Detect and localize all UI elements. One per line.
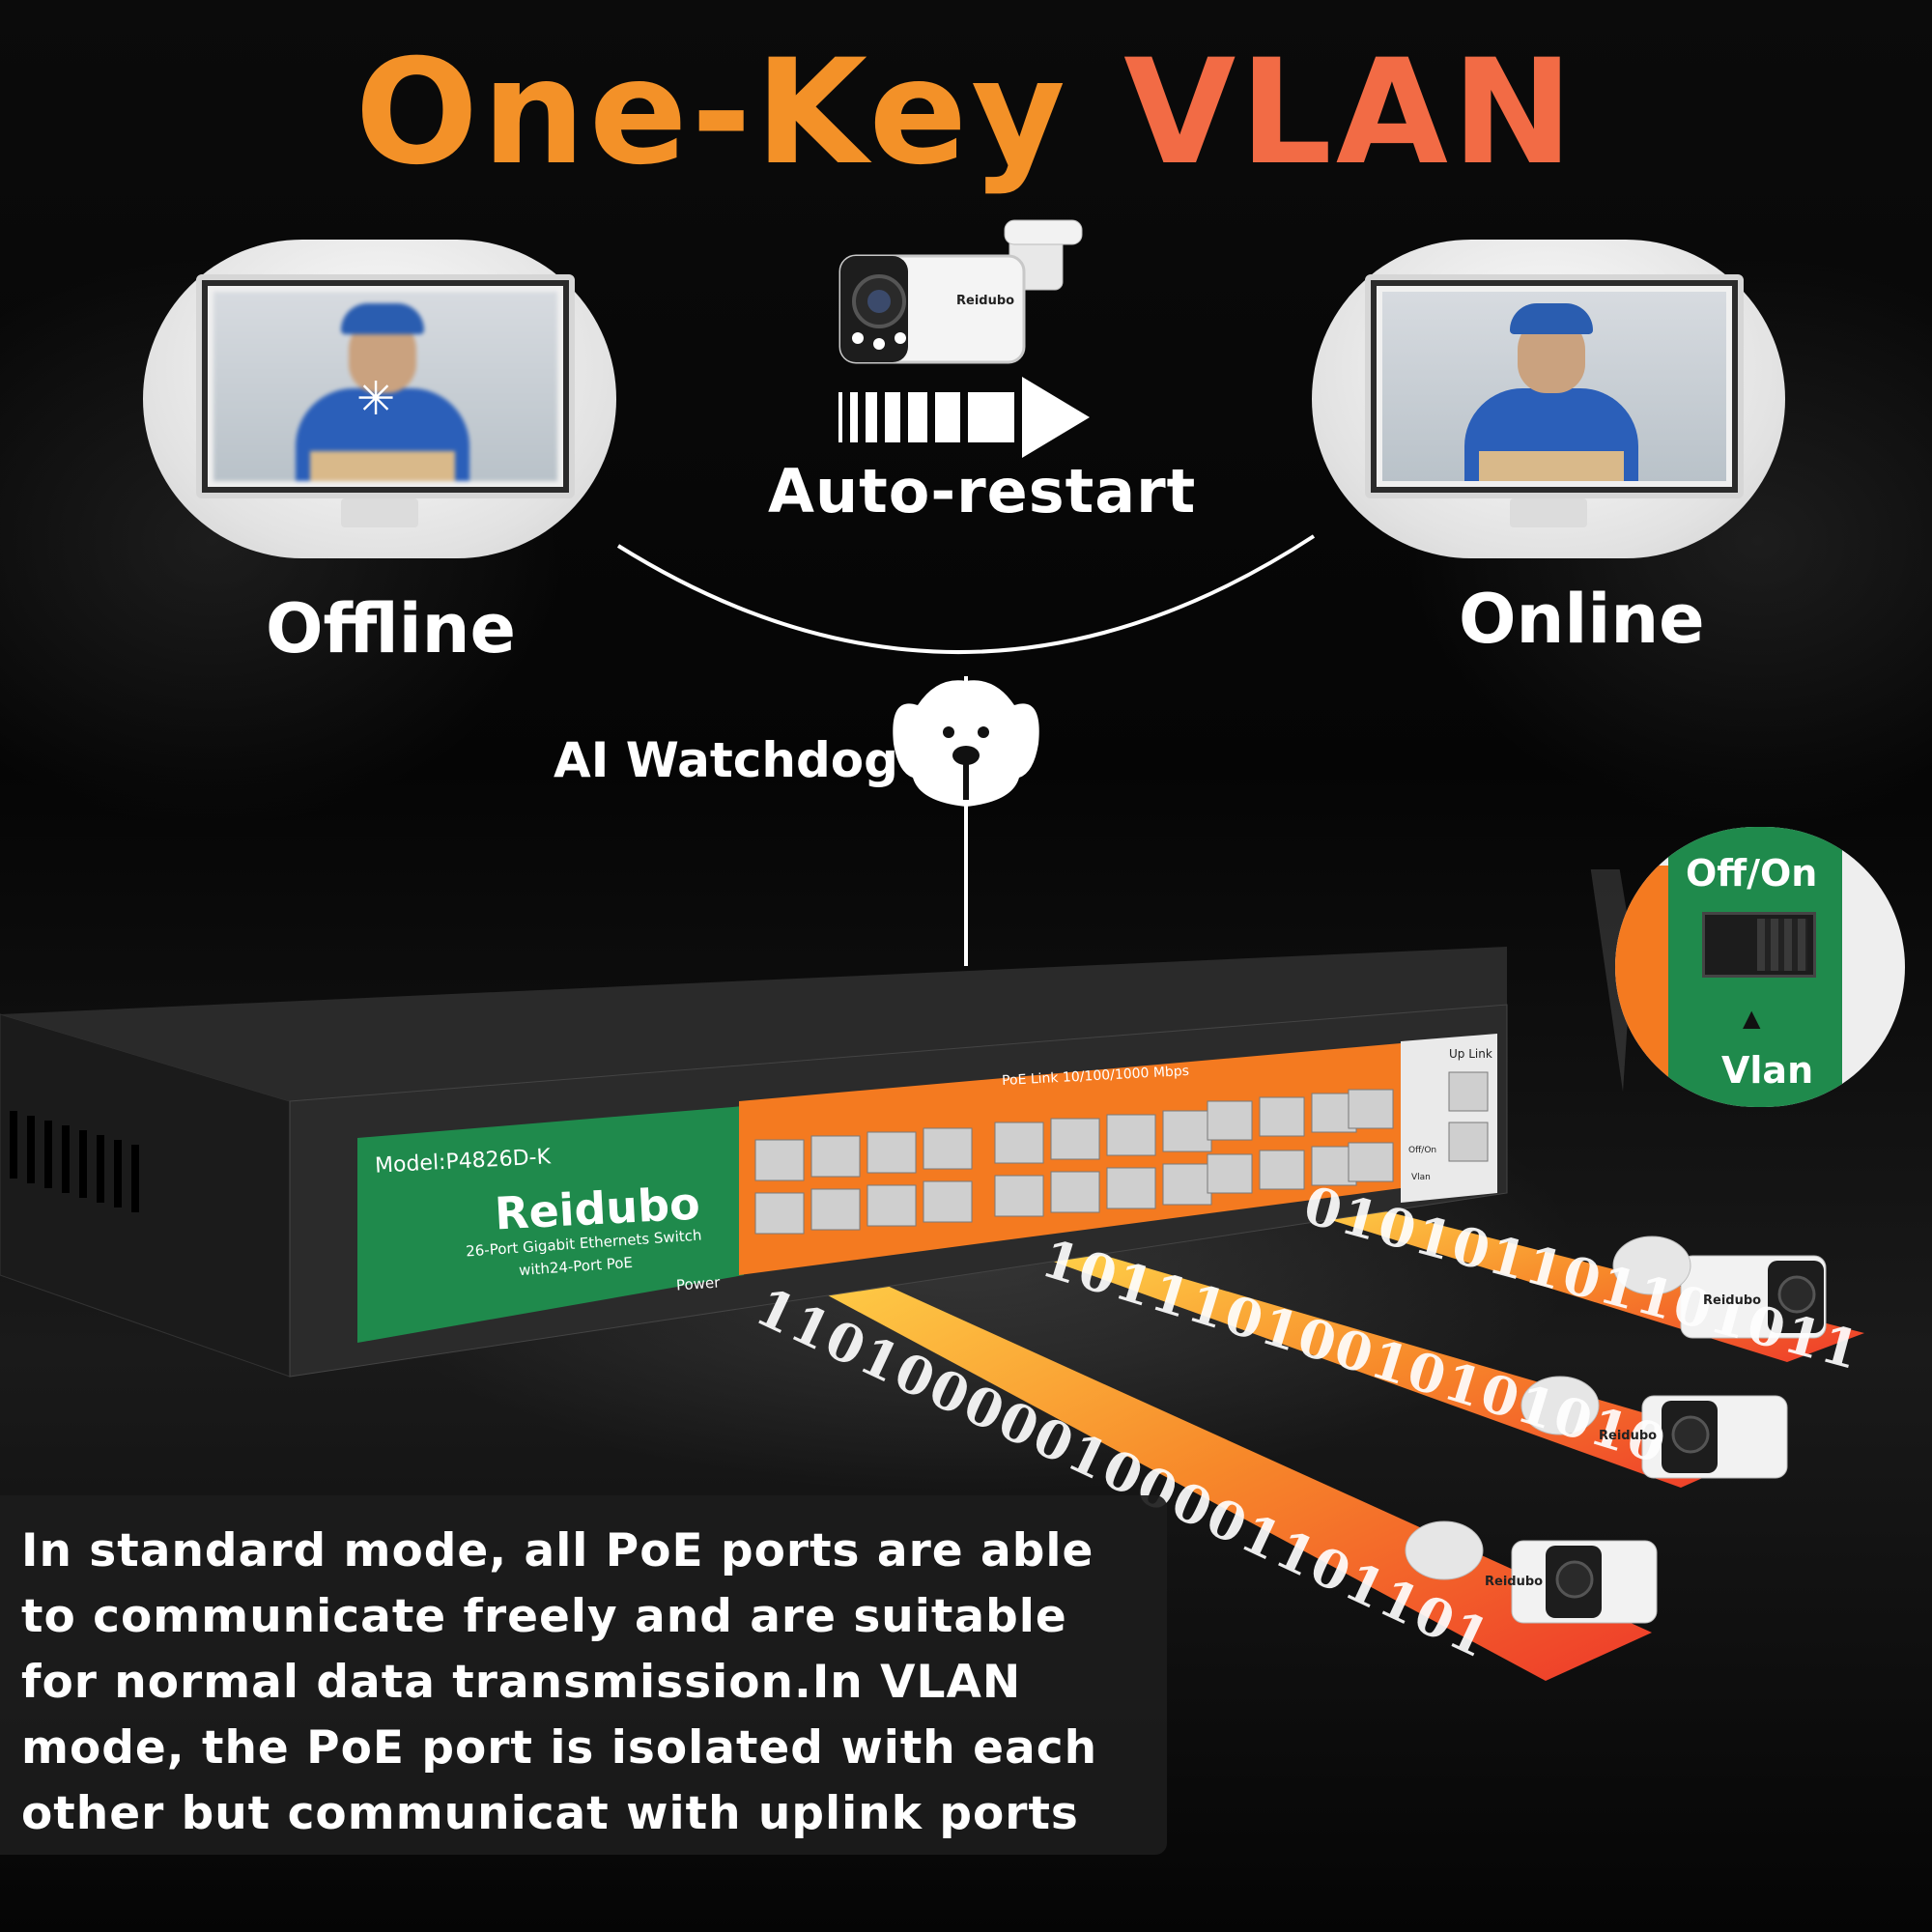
switch-ports <box>754 1071 1489 1235</box>
top-camera-brand: Reidubo <box>956 294 1014 308</box>
online-monitor-panel <box>1312 240 1785 558</box>
camera-brand-label: Reidubo <box>1703 1293 1762 1308</box>
camera-brand-label: Reidubo <box>1599 1429 1658 1443</box>
person-cap <box>341 303 424 334</box>
camera-icon <box>1520 1376 1788 1479</box>
vlan-toggle-knob[interactable] <box>1757 919 1807 971</box>
description-text: In standard mode, all PoE ports are able… <box>21 1524 1098 1840</box>
switch-graphics <box>0 869 1864 1681</box>
switch-offon-label: Off/On <box>1408 1146 1437 1155</box>
arrow-right-icon <box>838 377 1090 458</box>
camera-icon <box>838 219 1083 364</box>
title-part-two: VLAN <box>1123 29 1577 197</box>
arrow-up-icon: ▲ <box>1743 1005 1761 1032</box>
switch-vlan-label: Vlan <box>1411 1173 1431 1182</box>
package-box <box>1479 451 1624 481</box>
loading-spinner-icon: ✳ <box>356 372 396 426</box>
vlan-toggle-switch[interactable] <box>1702 912 1816 978</box>
description-panel <box>0 1495 1167 1855</box>
zoom-offon-label: Off/On <box>1686 852 1818 895</box>
page-title: One-Key VLAN <box>0 29 1932 197</box>
zoom-orange-strip <box>1615 866 1668 1107</box>
switch-uplink-label: Up Link <box>1449 1047 1492 1061</box>
switch-green-panel <box>357 1106 744 1343</box>
top-graphics: Reidubo <box>616 219 1316 966</box>
monitor-stand <box>341 498 418 527</box>
auto-restart-label: Auto-restart <box>768 456 1197 526</box>
switch-power-label: Power <box>675 1273 721 1294</box>
monitor-stand <box>1510 498 1587 527</box>
title-part-one: One-Key <box>355 29 1069 197</box>
camera-icon <box>1612 1236 1827 1339</box>
offline-monitor-panel: ✳ <box>143 240 616 558</box>
camera-icon <box>1405 1520 1658 1624</box>
person-cap <box>1510 303 1593 334</box>
vlan-switch-zoom: ▲ <box>1615 827 1905 1107</box>
zoom-connector <box>1590 869 1633 1092</box>
dog-face-icon <box>893 680 1039 807</box>
restart-arc <box>616 534 1316 655</box>
camera-brand-label: Reidubo <box>1485 1575 1544 1589</box>
monitor-screen-online <box>1382 292 1726 481</box>
monitor-icon: ✳ <box>196 274 575 498</box>
monitor-icon <box>1365 274 1744 498</box>
online-label: Online <box>1459 580 1705 659</box>
offline-label: Offline <box>266 589 516 668</box>
package-box <box>310 451 455 481</box>
monitor-screen-offline <box>213 292 557 481</box>
switch-side-vents <box>10 1111 139 1212</box>
watchdog-label: AI Watchdog <box>554 732 898 788</box>
zoom-vlan-label: Vlan <box>1721 1049 1814 1092</box>
switch-top <box>0 947 1507 1101</box>
